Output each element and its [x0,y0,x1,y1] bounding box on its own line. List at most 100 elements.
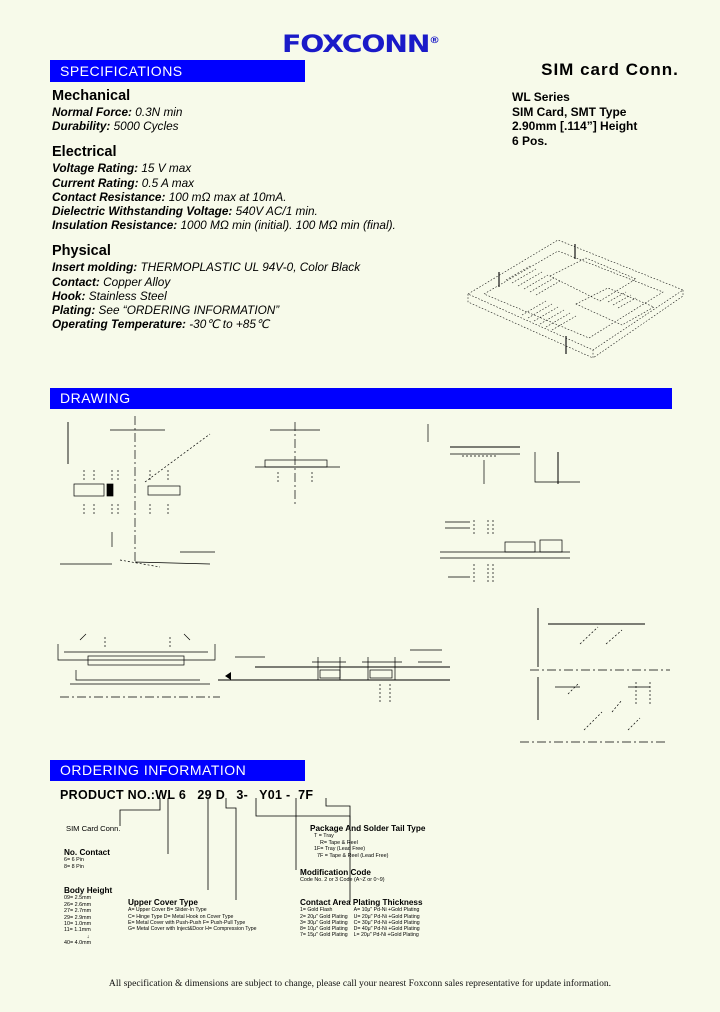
spec-label: Contact: [52,274,100,289]
key-item: D= 40μ" Pd-Ni +Gold Plating [353,926,420,933]
key-item: T = Tray [314,833,334,840]
key-modification-code: Modification Code Code No. 2 or 3 Code (… [300,868,385,884]
drawing-top-view [60,416,215,568]
product-positions: 6 Pos. [512,133,548,148]
spec-value: 100 mΩ max at 10mA. [165,189,287,204]
product-number-label: PRODUCT NO.: [60,788,156,802]
spec-value: -30℃ to +85℃ [185,317,270,332]
spec-label: Durability: [52,119,111,134]
spec-heading-electrical: Electrical [52,144,117,161]
spec-heading-mechanical: Mechanical [52,88,131,104]
page-title: SIM card Conn. [541,60,679,79]
key-item: 2= 20μ" Gold Plating [300,913,348,920]
key-title: No. Contact [64,848,110,857]
registered-mark-icon: ® [428,36,440,46]
key-body-height: Body Height 09= 2.5mm 26= 2.6mm 27= 2.7m… [64,886,112,947]
spec-row: Dielectric Withstanding Voltage: 540V AC… [52,204,472,218]
key-item: 09= 2.5mm [64,895,92,902]
key-title: Contact Area Plating Thickness [300,898,423,907]
key-item: 3= 30μ" Gold Plating [300,919,348,926]
specifications-section-header: SPECIFICATIONS [50,60,305,82]
spec-value: 540V AC/1 min. [232,204,318,219]
key-item: 8= 8 Pin [64,863,84,870]
spec-label: Hook: [52,288,86,303]
spec-label: Insert molding: [52,260,138,275]
key-column-left: 1= Gold Flash 2= 20μ" Gold Plating 3= 30… [300,907,348,938]
spec-value: 0.5 A max [138,175,195,190]
technical-drawings [57,416,670,743]
key-item: 1= Gold Flash [300,907,333,914]
spec-label: Insulation Resistance: [52,218,178,233]
spec-label: Operating Temperature: [52,317,186,332]
product-height: 2.90mm [.114”] Height [512,119,638,134]
spec-row: Insulation Resistance: 1000 MΩ min (init… [52,218,472,232]
key-contact-area-plating-thickness: Contact Area Plating Thickness 1= Gold F… [300,898,423,938]
spec-row: Contact Resistance: 100 mΩ max at 10mA. [52,190,472,204]
key-item: 7= 15μ" Gold Plating [300,932,348,939]
key-title: Body Height [64,886,113,895]
spec-row: Operating Temperature: -30℃ to +85℃ [52,317,472,331]
drawing-pcb-footprint [520,608,670,743]
product-isometric-illustration [467,239,684,359]
logo-text: FOXCONN [281,30,430,58]
drawing-section-header: DRAWING [50,388,672,409]
spec-value: 1000 MΩ min (initial). 100 MΩ min (final… [177,218,396,233]
drawing-cross-section-left [57,633,220,698]
key-item: Code No. 2 or 3 Code (A~Z or 0~9) [300,877,385,884]
spec-value: 15 V max [138,161,192,176]
key-item: U= 20μ" Pd-Ni +Gold Plating [353,913,420,920]
key-item: 40= 4.0mm [64,940,92,947]
key-item: A= Upper Cover B= Slider-In Type [128,907,207,914]
key-upper-cover-type: Upper Cover Type A= Upper Cover B= Slide… [128,898,257,932]
spec-value: 0.3N min [131,105,183,119]
spec-row: Hook: Stainless Steel [52,289,472,303]
spec-value: See “ORDERING INFORMATION” [95,303,280,318]
spec-row: Plating: See “ORDERING INFORMATION” [52,303,472,317]
key-package-solder-tail-type: Package And Solder Tail Type T = Tray R=… [300,824,425,859]
key-item: 10= 1.0mm [64,921,92,928]
key-item: 1F= Tray (Lead Free) [314,846,366,853]
spec-row: Normal Force: 0.3N min [52,105,472,119]
drawing-cross-section-mid [218,649,450,702]
ordering-leader-lines [119,798,351,902]
key-column-right: A= 10μ" Pd-Ni +Gold Plating U= 20μ" Pd-N… [354,907,420,938]
spec-label: Voltage Rating: [52,161,139,176]
spec-value: 5000 Cycles [110,119,179,134]
key-title: Upper Cover Type [128,898,198,907]
spec-value: Copper Alloy [99,274,171,289]
key-item-arrow: ↓ [86,933,90,940]
spec-label: Normal Force: [52,105,132,119]
drawing-side-view-small [255,422,340,507]
key-item: C= Hinge Type D= Metal Hook on Cover Typ… [128,913,234,920]
key-item: C= 30μ" Pd-Ni +Gold Plating [353,919,420,926]
footer-note: All specification & dimensions are subje… [108,978,612,989]
key-sim-card-conn: SIM Card Conn. [66,824,120,833]
key-title: Package And Solder Tail Type [310,824,426,833]
key-item: 8= 10μ" Gold Plating [300,926,348,933]
spec-label: Contact Resistance: [52,189,166,204]
product-subtitle: WL Series SIM Card, SMT Type 2.90mm [.11… [512,90,717,148]
key-item: 26= 2.6mm [64,901,92,908]
spec-group-electrical: Electrical Voltage Rating: 15 V max Curr… [52,144,472,232]
spec-group-mechanical: Mechanical Normal Force: 0.3N min Durabi… [52,88,472,133]
spec-row: Voltage Rating: 15 V max [52,161,472,175]
key-item: E= Metal Cover with Push-Push F= Push-Pu… [128,919,246,926]
key-item: G= Metal Cover with Inject&Door H= Compr… [128,926,257,933]
spec-row: Insert molding: THERMOPLASTIC UL 94V-0, … [52,260,472,274]
spec-label: Current Rating: [52,175,139,190]
spec-heading-physical: Physical [52,243,111,260]
ordering-information-section-header: ORDERING INFORMATION [50,760,305,781]
key-item: 27= 2.7mm [64,908,92,915]
spec-row: Current Rating: 0.5 A max [52,176,472,190]
spec-row: Contact: Copper Alloy [52,275,472,289]
spec-value: Stainless Steel [85,288,167,303]
key-item: L= 20μ" Pd-Ni +Gold Plating [353,932,419,939]
key-no-contact: No. Contact 6= 6 Pin 8= 8 Pin [64,848,110,870]
drawing-detail-right [427,424,580,582]
key-item: 6= 6 Pin [64,857,84,864]
product-type: SIM Card, SMT Type [512,104,627,119]
key-columns: 1= Gold Flash 2= 20μ" Gold Plating 3= 30… [300,907,423,938]
key-title: SIM Card Conn. [66,824,121,833]
key-title: Modification Code [300,868,371,877]
